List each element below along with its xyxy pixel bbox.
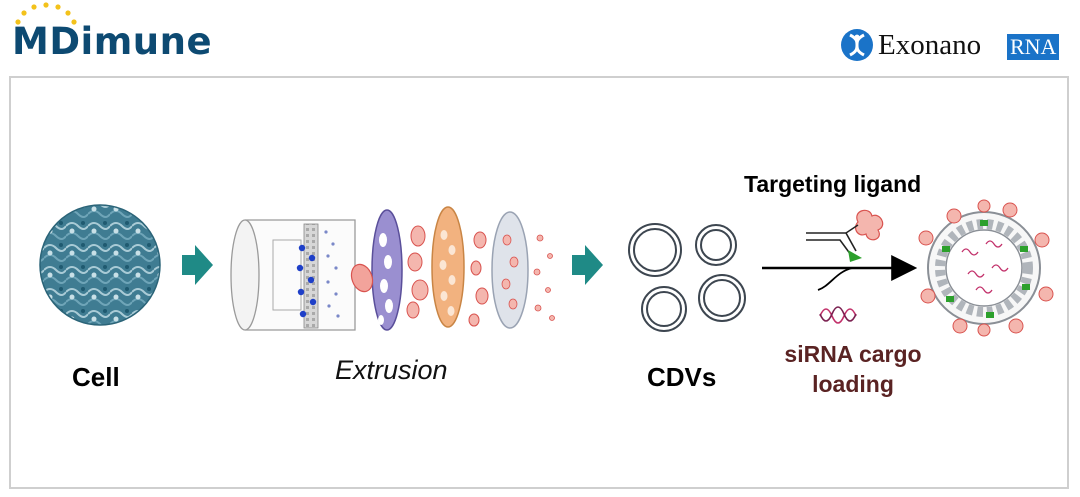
extruder-illustration [230, 219, 356, 331]
sun-dots-icon [15, 2, 77, 25]
merge-line [817, 267, 853, 291]
sirna-icon [819, 306, 857, 324]
cell-illustration [39, 204, 161, 326]
cdv-vesicles [628, 223, 746, 332]
dna-emblem-icon [841, 29, 873, 61]
rna-badge: RNA [1007, 34, 1060, 60]
mdimune-wordmark: MDimune [12, 20, 213, 63]
label-targeting-ligand: Targeting ligand [744, 171, 922, 197]
particle-dots [296, 230, 340, 318]
label-sirna-loading: siRNA cargo loading [778, 339, 928, 399]
teal-arrow-icon [572, 245, 603, 285]
mdimune-logo: MDimune [6, 2, 236, 66]
diagram-frame [9, 76, 1069, 489]
loaded-vesicle-illustration [918, 199, 1054, 337]
exonano-wordmark: Exonano [878, 29, 982, 61]
label-cell: Cell [72, 362, 120, 392]
label-extrusion: Extrusion [335, 355, 448, 385]
label-cdvs: CDVs [647, 362, 717, 392]
ligand-icon [806, 209, 884, 262]
label-sirna-line1: siRNA cargo [784, 341, 922, 367]
membrane-purple [371, 209, 403, 331]
label-sirna-line2: loading [812, 371, 894, 397]
membrane-orange [431, 206, 465, 328]
membrane-grey [491, 211, 529, 329]
small-vesicles [533, 234, 555, 321]
teal-arrow-icon [182, 245, 213, 285]
